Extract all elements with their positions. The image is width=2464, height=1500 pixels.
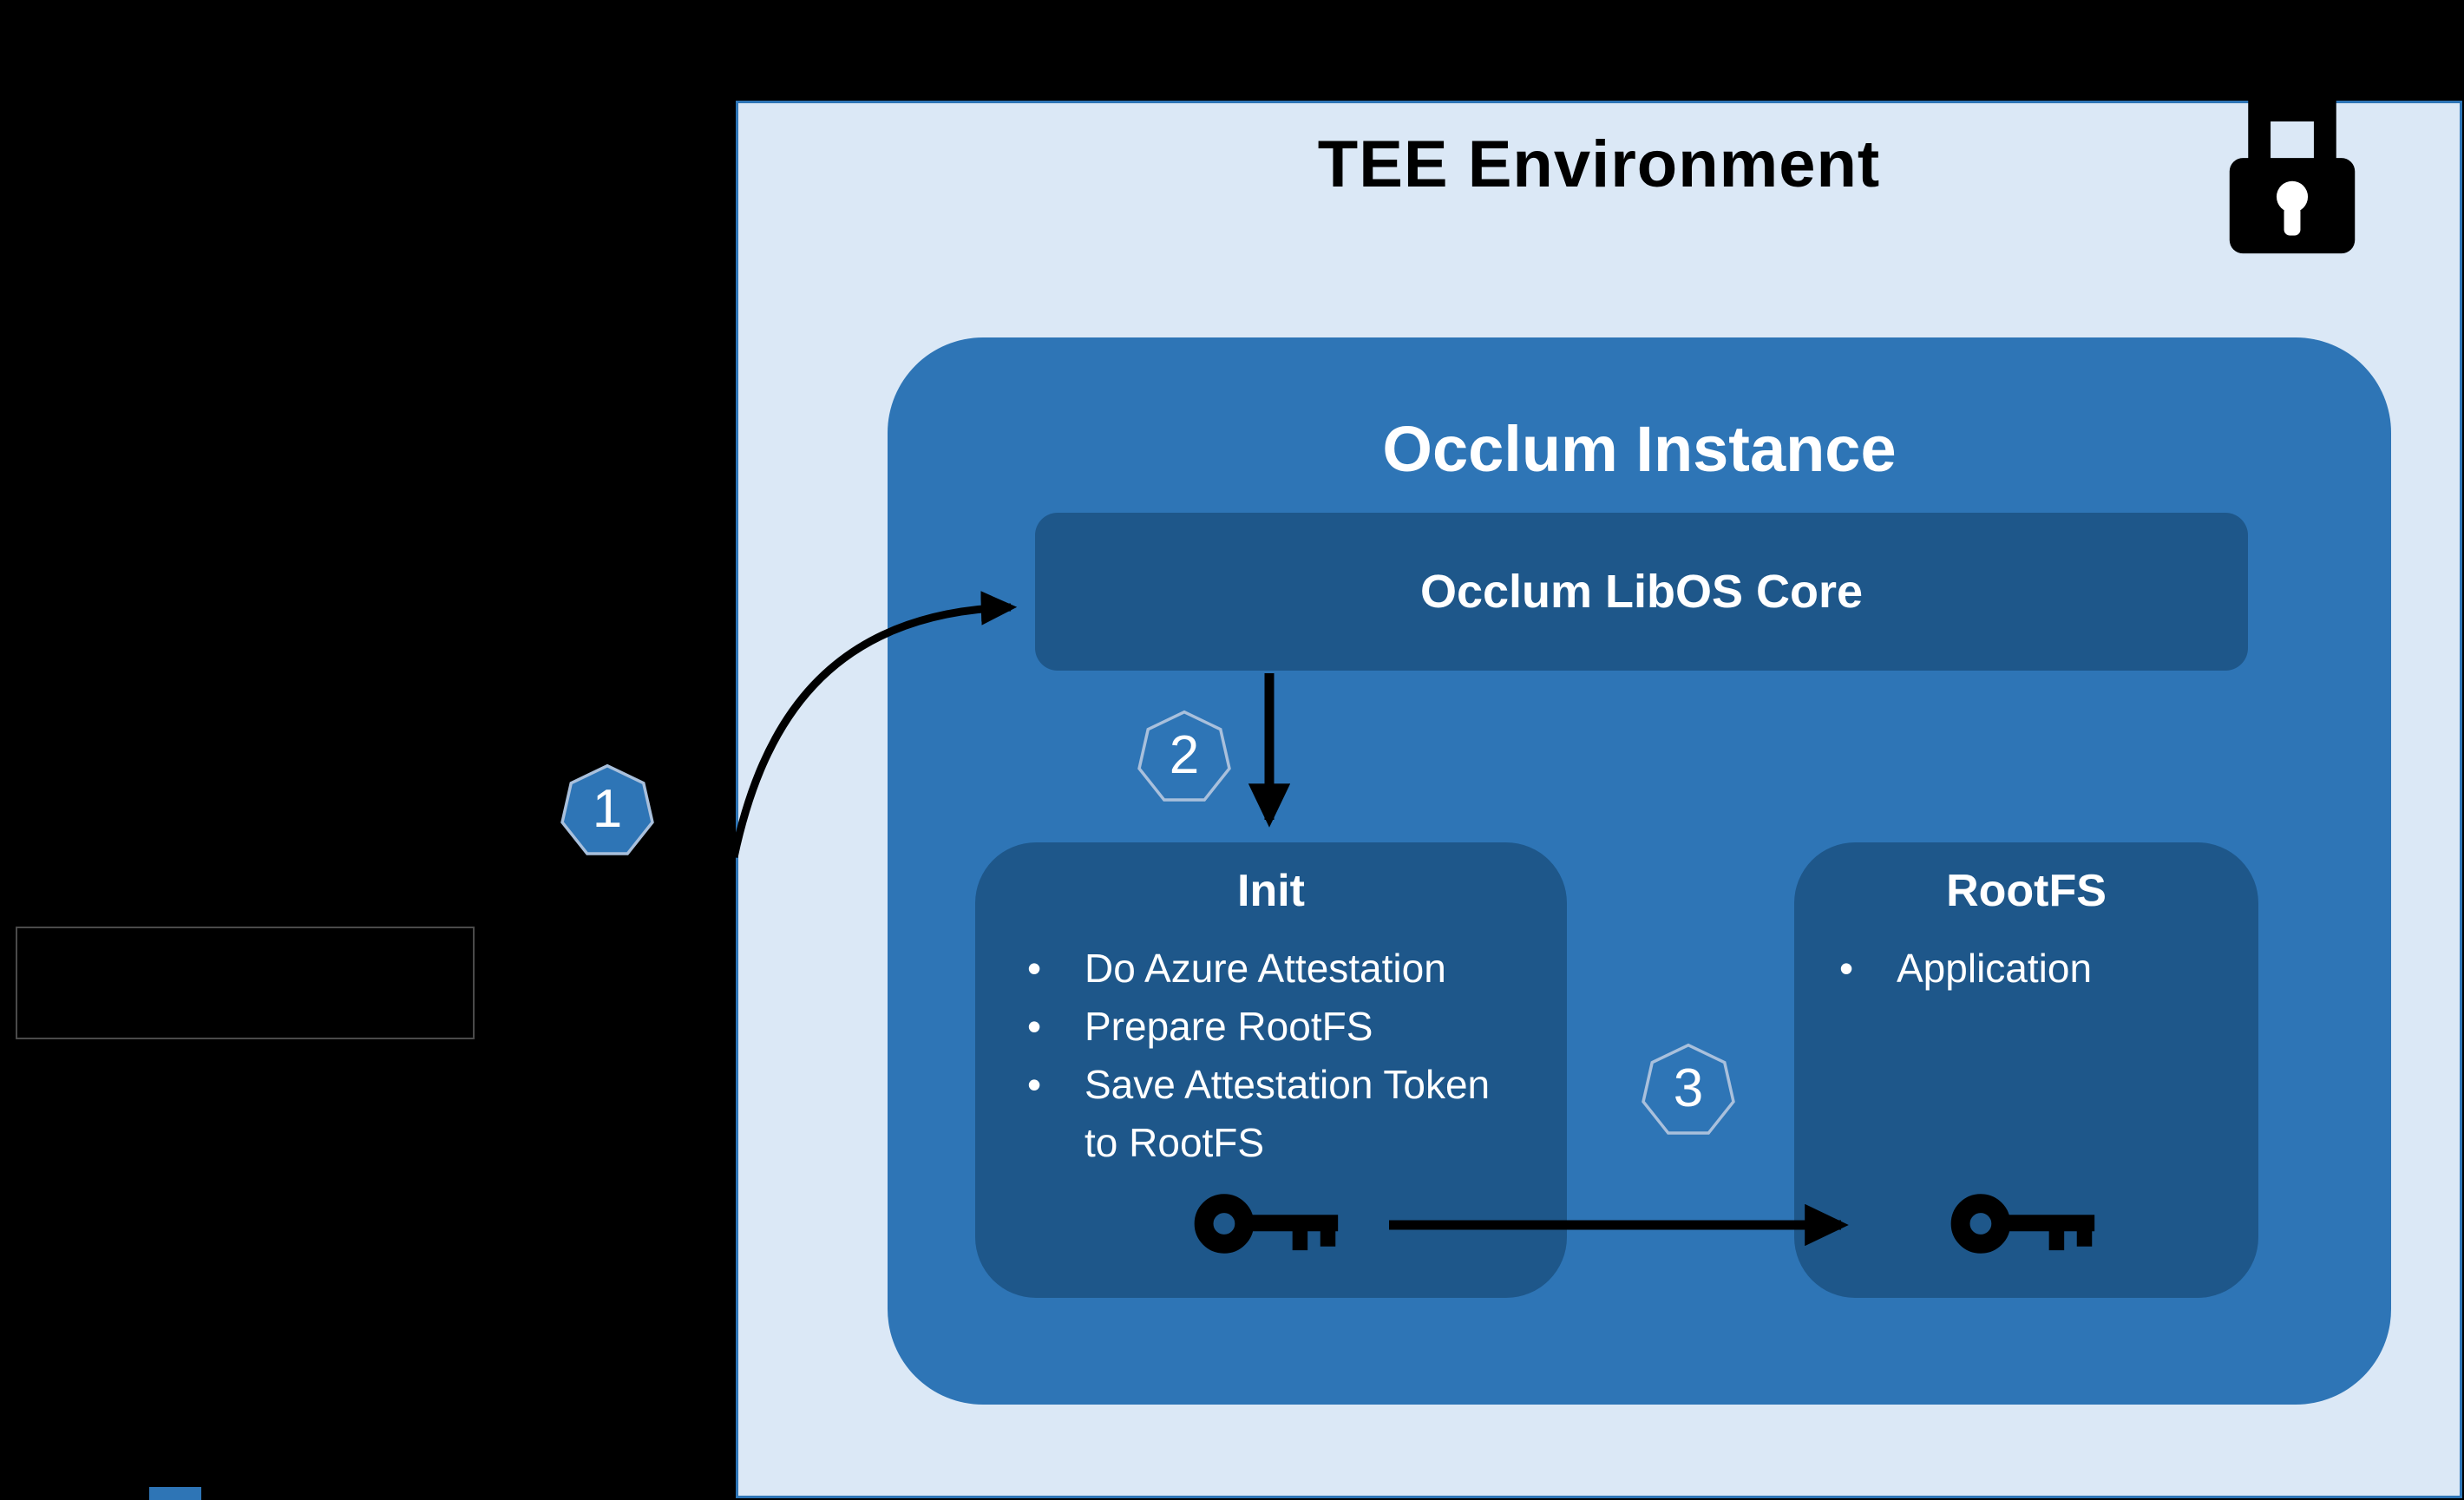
bullet-glyph: • (1027, 1004, 1042, 1049)
init-bullet-text: Save Attestation Token to RootFS (1085, 1062, 1491, 1165)
bullet-glyph: • (1839, 946, 1854, 991)
step-number: 2 (1169, 724, 1200, 785)
occlum-libos-core-label: Occlum LibOS Core (1419, 566, 1864, 618)
rootfs-box: RootFS • Application (1794, 842, 2258, 1298)
empty-outlined-box (16, 927, 475, 1039)
padlock-icon (2218, 85, 2367, 264)
key-icon (1948, 1182, 2100, 1265)
heptagon-shape (560, 763, 654, 855)
bullet-glyph: • (1027, 1062, 1042, 1107)
bullet-glyph: • (1027, 946, 1042, 991)
step-badge-2: 2 (1134, 708, 1235, 809)
tee-environment-panel: TEE Environment Occlum Instance Occlum L… (736, 101, 2462, 1498)
init-bullet-text: Do Azure Attestation (1085, 946, 1446, 991)
init-bullet-text: Prepare RootFS (1085, 1004, 1373, 1049)
occlum-instance-panel: Occlum Instance Occlum LibOS Core Init •… (888, 337, 2391, 1405)
heptagon-shape (1137, 710, 1231, 802)
step-badge-3: 3 (1638, 1041, 1739, 1142)
cropped-fragment (149, 1487, 201, 1500)
heptagon-shape (1642, 1043, 1735, 1135)
step-number: 3 (1673, 1058, 1704, 1118)
key-icon (1191, 1182, 1343, 1265)
padlock-icon-graphic (2229, 99, 2356, 254)
init-box: Init • Do Azure Attestation • Prepare Ro… (975, 842, 1567, 1298)
step-badge-1: 1 (557, 762, 658, 862)
tee-environment-title: TEE Environment (1317, 128, 1881, 201)
key-icon-graphic (1950, 1194, 2095, 1254)
list-item: • Save Attestation Token to RootFS (1027, 1056, 1518, 1172)
occlum-instance-title: Occlum Instance (1382, 413, 1897, 485)
occlum-libos-core-box: Occlum LibOS Core (1035, 513, 2248, 671)
rootfs-bullet-list: • Application (1839, 940, 2238, 998)
step-number: 1 (592, 778, 623, 839)
list-item: • Do Azure Attestation (1027, 940, 1518, 998)
key-icon-graphic (1194, 1194, 1339, 1254)
rootfs-title: RootFS (1946, 866, 2107, 916)
init-title: Init (1237, 866, 1305, 916)
rootfs-bullet-text: Application (1897, 946, 2093, 991)
list-item: • Prepare RootFS (1027, 998, 1518, 1056)
init-bullet-list: • Do Azure Attestation • Prepare RootFS … (1027, 940, 1518, 1172)
list-item: • Application (1839, 940, 2238, 998)
